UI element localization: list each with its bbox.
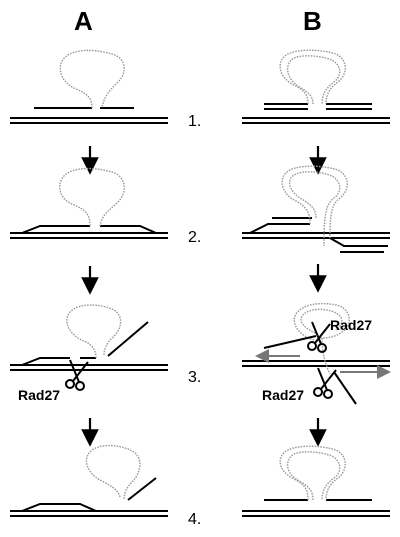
a3-rad27-label: Rad27: [18, 387, 60, 403]
a3-hairpin-loop: [66, 304, 122, 359]
b-step-3: [242, 302, 391, 405]
a-step-2: [10, 167, 168, 239]
column-a-label: A: [74, 6, 93, 36]
b2-hairpin-outer: [281, 165, 348, 239]
b3-lower-scissors-icon: [313, 367, 337, 399]
a-step-3: [10, 304, 168, 391]
a-step-1: [10, 49, 168, 124]
b-step-4: [242, 445, 390, 517]
step-4-label: 4.: [188, 511, 201, 528]
column-b-label: B: [303, 6, 322, 36]
b3-rad27-upper-label: Rad27: [330, 317, 372, 333]
a3-flap: [107, 321, 149, 357]
b-step-1: [242, 49, 390, 124]
b-step-2: [242, 165, 390, 253]
b2-hairpin-inner: [289, 171, 341, 247]
b3-connecting-strand: [321, 337, 331, 375]
b3-lower-flap: [333, 371, 357, 405]
step-3-label: 3.: [188, 369, 201, 386]
b3-rad27-lower-label: Rad27: [262, 387, 304, 403]
a2-hairpin-loop: [59, 167, 125, 227]
b3-upper-flap: [263, 335, 317, 349]
a1-hairpin-loop: [59, 49, 125, 109]
b3-hairpin-inner: [300, 308, 343, 335]
a4-hairpin-loop: [85, 444, 141, 501]
a4-flap: [127, 477, 157, 501]
b4-hairpin-outer: [279, 445, 346, 501]
b4-hairpin-inner: [287, 451, 341, 501]
b1-hairpin-inner: [287, 55, 341, 105]
step-2-label: 2.: [188, 229, 201, 246]
b3-hairpin-outer: [293, 302, 350, 341]
a-step-4: [10, 444, 168, 517]
step-1-label: 1.: [188, 113, 201, 130]
